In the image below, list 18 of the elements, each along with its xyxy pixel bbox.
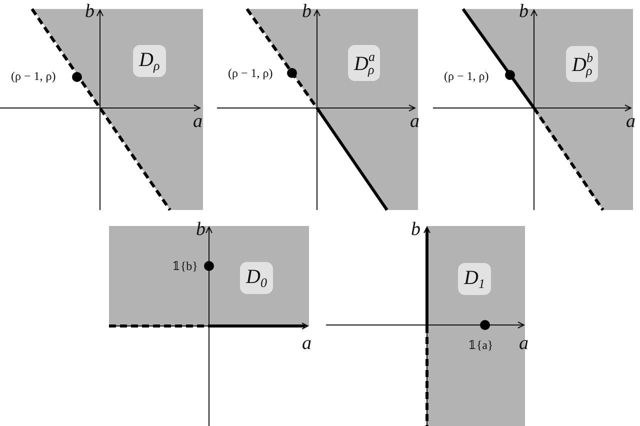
point-label: (ρ − 1, ρ) xyxy=(228,67,273,79)
point-label: (ρ − 1, ρ) xyxy=(444,70,489,82)
axis-label: a xyxy=(410,112,420,131)
axis-label: b xyxy=(411,220,420,239)
axis-label: a xyxy=(626,112,636,131)
point-label: 𝟙{b} xyxy=(172,260,198,272)
point-label: (ρ − 1, ρ) xyxy=(11,70,56,82)
axis-label: a xyxy=(519,334,528,353)
axis-label: b xyxy=(196,220,206,239)
axis-label: b xyxy=(85,2,94,21)
region-label: D$_{ρ}$ xyxy=(133,45,166,77)
axis-label: b xyxy=(519,2,528,21)
region-label: D$_{0}$ xyxy=(240,262,273,294)
point-label: 𝟙{a} xyxy=(468,339,494,351)
axis-label: a xyxy=(302,334,312,353)
region-label: D$_{1}$ xyxy=(458,263,491,295)
axis-label: a xyxy=(193,112,202,131)
axis-label: b xyxy=(302,2,312,21)
